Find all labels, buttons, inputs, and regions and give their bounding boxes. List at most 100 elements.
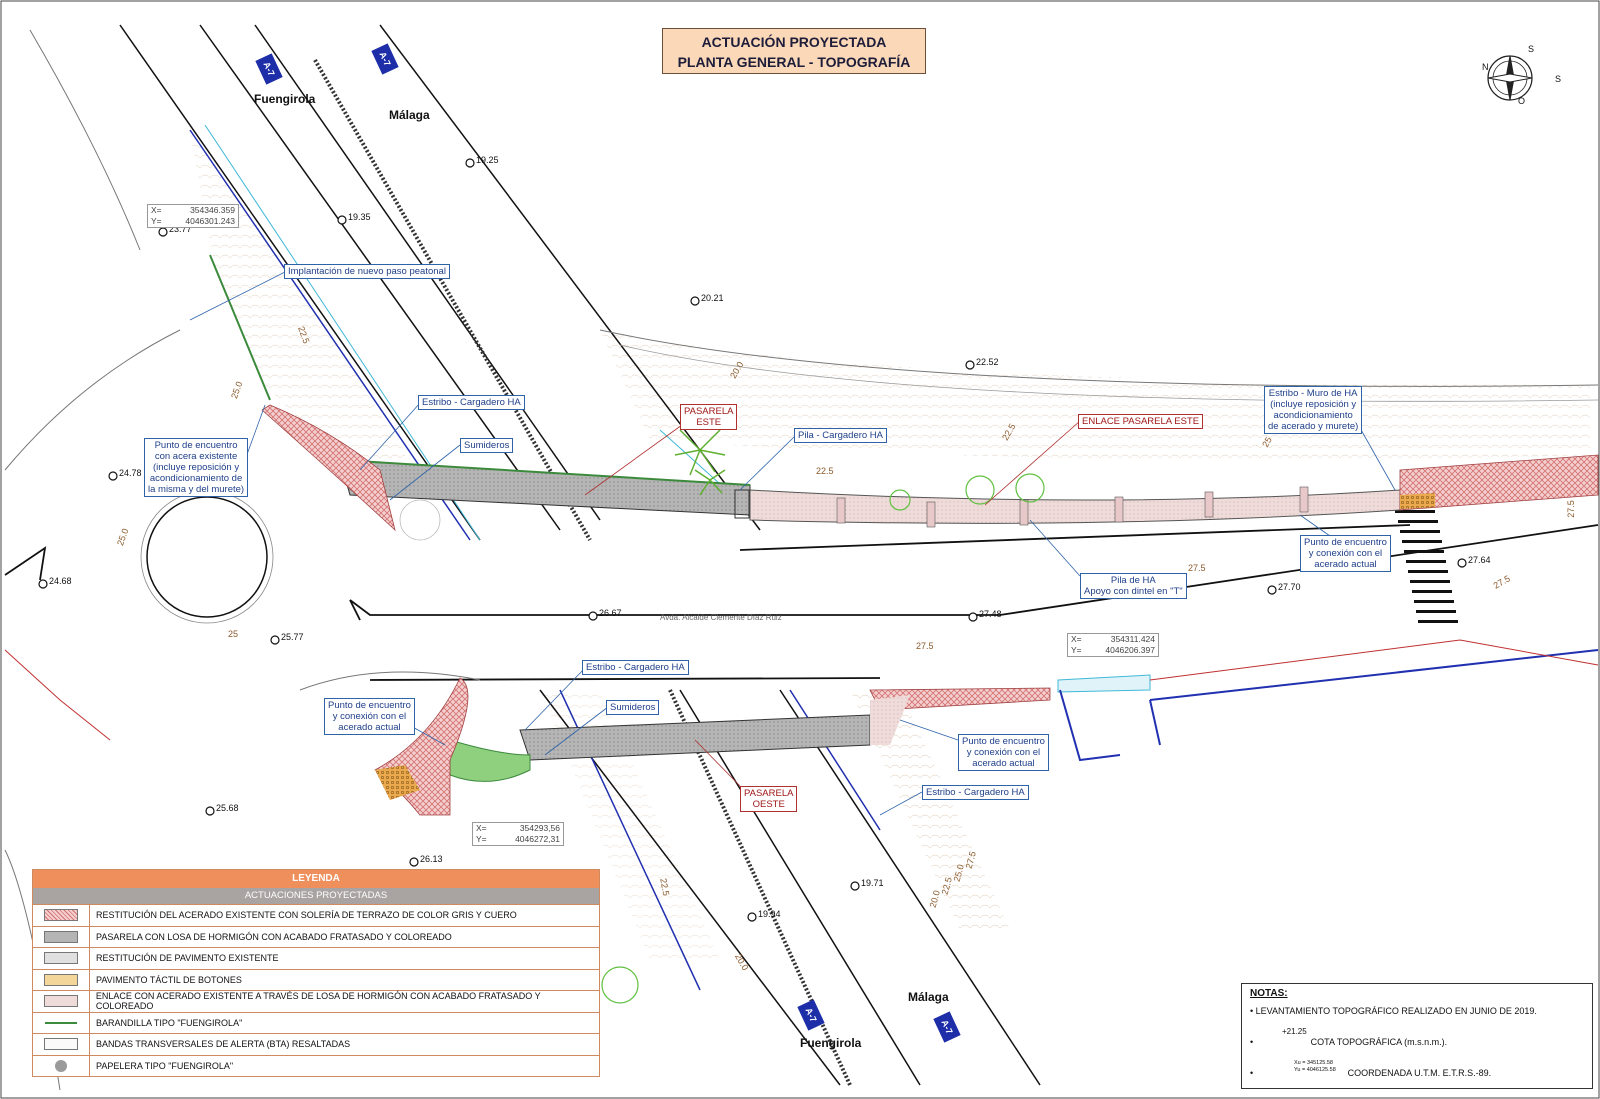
callout-punto-encuentro-nw: Punto de encuentro con acera existente (… <box>144 438 249 497</box>
callout-line: Punto de encuentro <box>1304 537 1387 548</box>
legend-row: RESTITUCIÓN DEL ACERADO EXISTENTE CON SO… <box>33 904 599 926</box>
legend-table: LEYENDA ACTUACIONES PROYECTADAS RESTITUC… <box>32 869 600 1077</box>
legend-subtitle: ACTUACIONES PROYECTADAS <box>33 888 599 904</box>
city-label-malaga: Málaga <box>908 990 949 1004</box>
elevation-label: 27.70 <box>1278 582 1301 592</box>
callout-line: Pila de HA <box>1110 575 1156 586</box>
elevation-label: 25.77 <box>281 632 304 642</box>
notes-title: NOTAS: <box>1250 988 1288 999</box>
legend-swatch-pink-dots <box>43 995 78 1008</box>
callout-nuevo-paso-peatonal: Implantación de nuevo paso peatonal <box>284 264 450 279</box>
legend-row: BANDAS TRANSVERSALES DE ALERTA (BTA) RES… <box>33 1033 599 1055</box>
notes-item-text: COORDENADA U.T.M. E.T.R.S.-89. <box>1347 1068 1492 1078</box>
callout-line: PASARELA <box>744 788 794 799</box>
callout-line: Apoyo con dintel en "T" <box>1084 586 1183 597</box>
contour-label: 27.5 <box>1565 500 1576 518</box>
elevation-label: 26.13 <box>420 854 443 864</box>
city-label-malaga: Málaga <box>389 108 430 122</box>
callout-enlace-pasarela-este: ENLACE PASARELA ESTE <box>1078 414 1204 429</box>
callout-punto-encuentro-sw: Punto de encuentro y conexión con el ace… <box>324 698 415 735</box>
callout-estribo-sureste: Estribo - Cargadero HA <box>922 785 1029 800</box>
coord-y-label: Y= <box>476 834 487 844</box>
callout-line: Punto de encuentro <box>154 440 238 451</box>
callout-line: Punto de encuentro <box>962 736 1045 747</box>
legend-row: BARANDILLA TIPO "FUENGIROLA" <box>33 1011 599 1033</box>
elevation-label: 19.94 <box>758 909 781 919</box>
callout-pasarela-este: PASARELA ESTE <box>680 404 738 430</box>
coord-sample-y: Yu = 4046125.58 <box>1294 1067 1336 1073</box>
callout-punto-encuentro-e: Punto de encuentro y conexión con el ace… <box>1300 535 1391 572</box>
svg-text:S: S <box>1528 44 1534 54</box>
callout-line: acerado actual <box>338 722 401 733</box>
legend-label: BANDAS TRANSVERSALES DE ALERTA (BTA) RES… <box>96 1039 351 1050</box>
coord-y-value: 4046206.397 <box>1105 645 1155 655</box>
notes-item: • COORDENADA U.T.M. E.T.R.S.-89. <box>1250 1068 1492 1078</box>
elevation-label: 27.64 <box>1468 555 1491 565</box>
callout-punto-encuentro-se: Punto de encuentro y conexión con el ace… <box>958 734 1049 771</box>
coord-x-label: X= <box>476 823 487 833</box>
legend-swatch-white-dots <box>44 1038 78 1051</box>
callout-line: y conexión con el <box>332 711 407 722</box>
elevation-label: 22.52 <box>976 357 999 367</box>
coord-sample-x: Xu = 345125.58 <box>1294 1060 1333 1066</box>
notes-item: • COTA TOPOGRÁFICA (m.s.n.m.). <box>1250 1037 1448 1047</box>
callout-estribo-norte: Estribo - Cargadero HA <box>418 395 525 410</box>
coord-y-value: 4046301.243 <box>185 216 235 226</box>
callout-line: Punto de encuentro <box>328 700 411 711</box>
title-line-2: PLANTA GENERAL - TOPOGRAFÍA <box>677 54 911 70</box>
callout-line: y conexión con el <box>1308 548 1383 559</box>
legend-row: ENLACE CON ACERADO EXISTENTE A TRAVÉS DE… <box>33 990 599 1012</box>
notes-item-text: COTA TOPOGRÁFICA (m.s.n.m.). <box>1310 1037 1448 1047</box>
contour-label: 22.5 <box>816 466 834 476</box>
contour-label: 27.5 <box>916 641 934 651</box>
legend-label: PASARELA CON LOSA DE HORMIGÓN CON ACABAD… <box>96 931 452 942</box>
legend-label: PAVIMENTO TÁCTIL DE BOTONES <box>96 974 242 985</box>
legend-row: PAPELERA TIPO "FUENGIROLA" <box>33 1054 599 1076</box>
elevation-label: 20.21 <box>701 293 724 303</box>
callout-line: acondicionamiento de <box>149 473 243 484</box>
elevation-label: 24.68 <box>49 576 72 586</box>
legend-swatch-yellow-circles <box>44 973 78 986</box>
callout-pasarela-oeste: PASARELA OESTE <box>740 786 798 812</box>
coord-x-label: X= <box>1071 634 1082 644</box>
coord-x-label: X= <box>151 205 162 215</box>
callout-line: (incluye reposición y <box>1270 399 1357 410</box>
legend-title: LEYENDA <box>33 870 599 888</box>
callout-line: (incluye reposición y <box>153 462 240 473</box>
elevation-label: 19.25 <box>476 155 499 165</box>
callout-line: y conexión con el <box>966 747 1041 758</box>
city-label-fuengirola: Fuengirola <box>254 92 316 106</box>
contour-label: 25 <box>228 629 239 639</box>
legend-label: RESTITUCIÓN DE PAVIMENTO EXISTENTE <box>96 953 279 964</box>
city-label-fuengirola: Fuengirola <box>800 1036 862 1050</box>
street-name: Avda. Alcalde Clemente Díaz Ruiz <box>660 613 782 622</box>
coord-x-value: 354293,56 <box>519 823 560 833</box>
elevation-label: 27.48 <box>979 609 1002 619</box>
contour-label: 27.5 <box>1188 563 1206 573</box>
callout-line: PASARELA <box>684 406 734 417</box>
callout-line: acerado actual <box>972 758 1035 769</box>
elevation-label: 19.35 <box>348 212 371 222</box>
coord-y-value: 4046272,31 <box>515 834 560 844</box>
callout-line: con acera existente <box>154 451 238 462</box>
coord-x-value: 354311.424 <box>1110 634 1155 644</box>
coord-y-label: Y= <box>151 216 162 226</box>
elevation-label: 24.78 <box>119 468 142 478</box>
svg-text:S: S <box>1555 74 1561 84</box>
callout-sumideros-norte: Sumideros <box>460 438 514 453</box>
elevation-label: 23.77 <box>169 224 192 234</box>
elevation-label: 26.67 <box>599 608 622 618</box>
callout-estribo-muro: Estribo - Muro de HA (incluye reposición… <box>1264 386 1363 434</box>
callout-line: de acerado y murete) <box>1268 421 1359 432</box>
elevation-sample-label: +21.25 <box>1282 1027 1307 1036</box>
callout-pila-cargadero: Pila - Cargadero HA <box>794 428 888 443</box>
legend-label: RESTITUCIÓN DEL ACERADO EXISTENTE CON SO… <box>96 910 517 921</box>
legend-swatch-green-line <box>45 1021 77 1024</box>
coord-y-label: Y= <box>1071 645 1082 655</box>
legend-swatch-gray-dots <box>44 930 78 943</box>
legend-swatch-light-gray-dots <box>44 952 78 965</box>
legend-row: PAVIMENTO TÁCTIL DE BOTONES <box>33 968 599 990</box>
legend-label: PAPELERA TIPO "FUENGIROLA" <box>96 1060 234 1071</box>
callout-line: Estribo - Muro de HA <box>1268 388 1358 399</box>
callout-sumideros-sur: Sumideros <box>606 700 660 715</box>
